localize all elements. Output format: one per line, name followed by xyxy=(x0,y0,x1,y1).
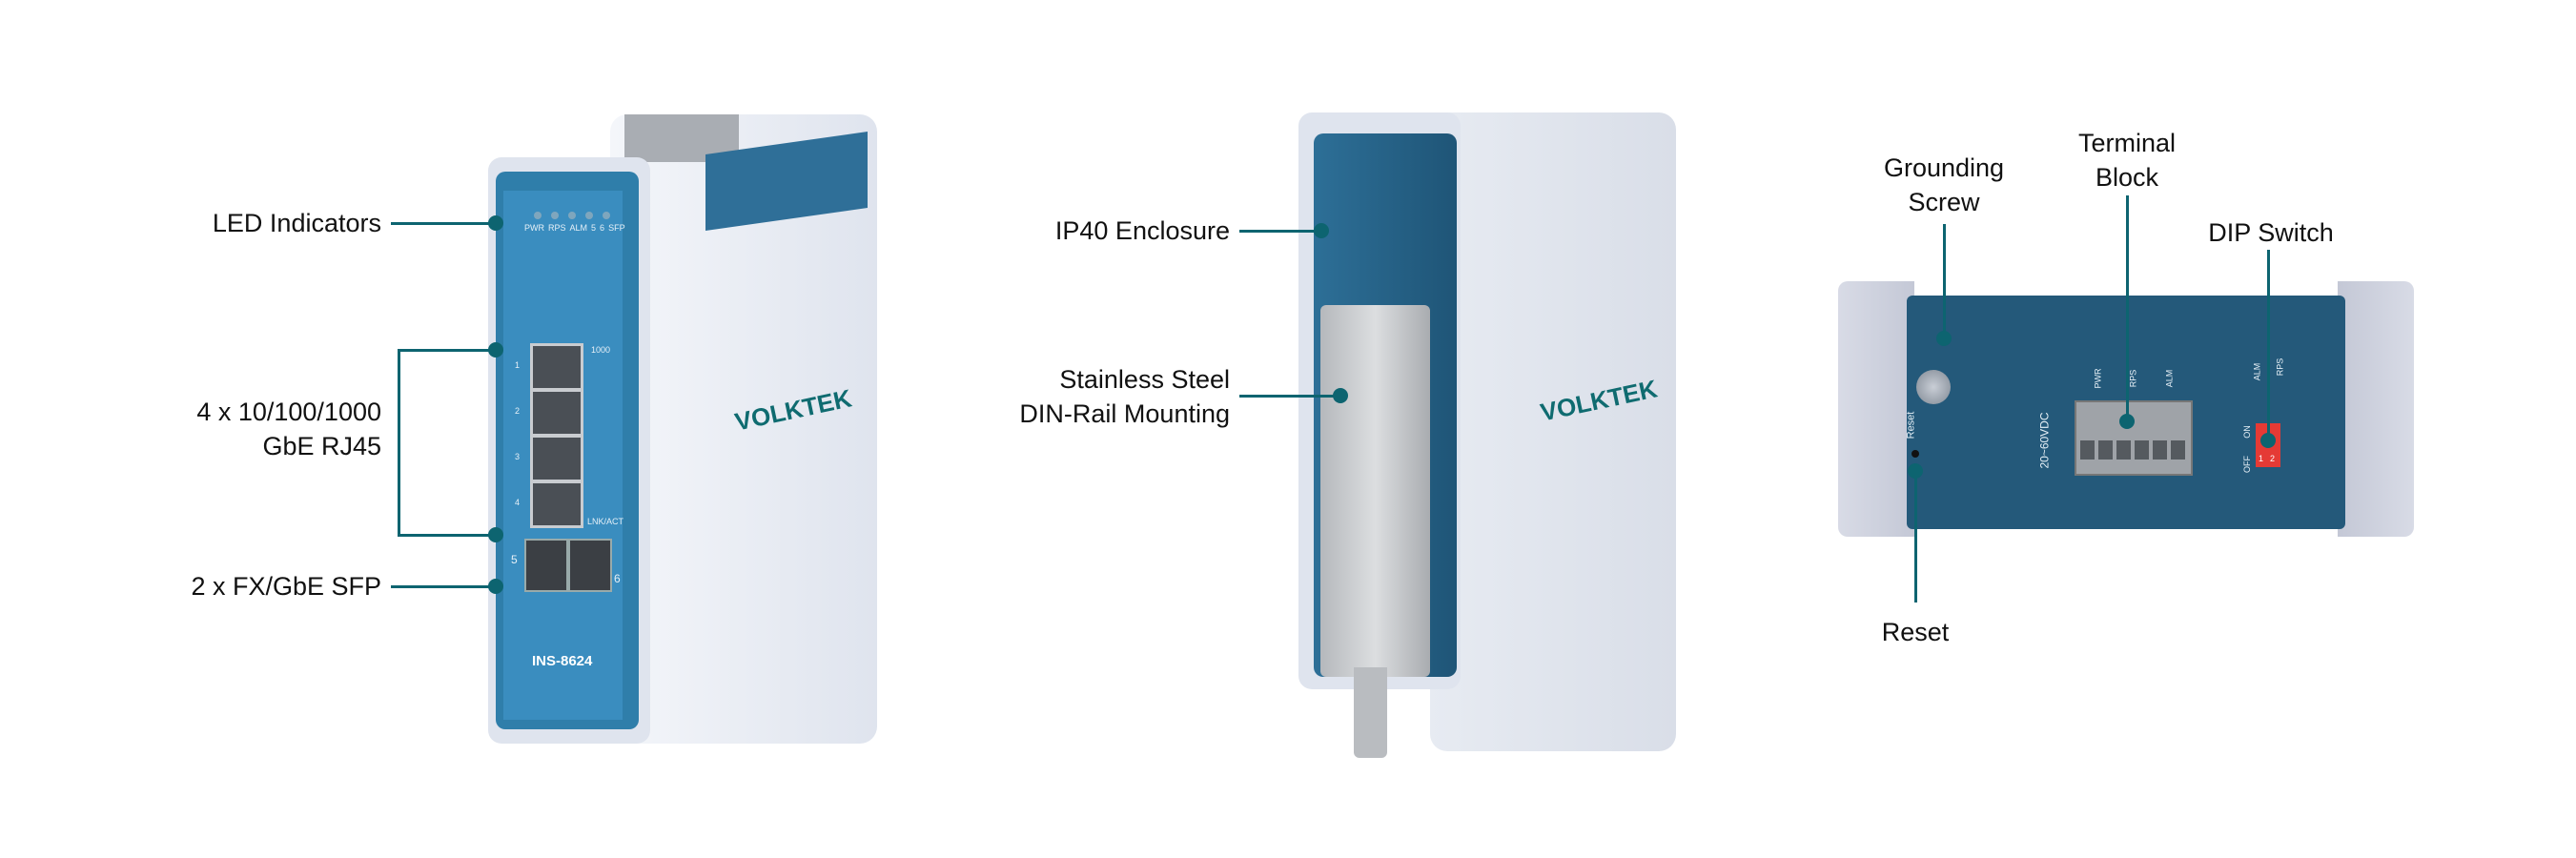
callout-rj45: 4 x 10/100/1000 GbE RJ45 xyxy=(196,395,381,463)
callout-dot xyxy=(488,215,503,231)
led-label: ALM xyxy=(569,223,588,233)
din-rail-clip xyxy=(1320,305,1430,677)
callout-grounding-screw: Grounding Screw xyxy=(1884,151,2004,219)
callout-grounding-line1: Grounding xyxy=(1883,153,2005,182)
callout-line xyxy=(1943,224,1946,338)
callout-sfp: 2 x FX/GbE SFP xyxy=(191,572,381,601)
device-housing xyxy=(1430,112,1676,751)
port-number: 3 xyxy=(515,452,521,461)
rj45-port-1[interactable] xyxy=(530,343,583,391)
callout-dot xyxy=(2119,414,2135,429)
callout-dip-switch: DIP Switch xyxy=(2208,218,2334,247)
callout-led-indicators: LED Indicators xyxy=(212,209,381,237)
callout-line xyxy=(391,585,496,588)
dip-on-label: ON xyxy=(2241,425,2252,439)
dip-number: 2 xyxy=(2270,454,2276,463)
dip-number: 1 xyxy=(2259,454,2264,463)
sfp-number: 6 xyxy=(614,572,621,585)
callout-grounding-line2: Screw xyxy=(1908,188,1980,216)
led-pwr xyxy=(534,212,542,219)
callout-line xyxy=(2126,195,2129,421)
led-alm xyxy=(568,212,576,219)
led-label: 6 xyxy=(600,223,605,233)
port-number: 2 xyxy=(515,406,521,416)
callout-din-line1: Stainless Steel xyxy=(1059,365,1230,394)
dip-label-alm: ALM xyxy=(2252,362,2262,381)
callout-terminal-line1: Terminal xyxy=(2077,129,2177,157)
callout-line xyxy=(1914,471,1917,603)
sfp-number: 5 xyxy=(511,553,518,566)
callout-dot xyxy=(1314,223,1329,238)
rj45-port-4[interactable] xyxy=(530,480,583,528)
callout-line xyxy=(2267,250,2270,440)
led-rps xyxy=(551,212,559,219)
led-5 xyxy=(585,212,593,219)
led-label: PWR xyxy=(524,223,544,233)
callout-terminal-block: Terminal Block xyxy=(2078,126,2176,194)
port-number: 4 xyxy=(515,498,521,507)
sfp-port-5[interactable] xyxy=(524,539,568,592)
callout-line xyxy=(391,222,496,225)
sfp-port-6[interactable] xyxy=(568,539,612,592)
callout-dot xyxy=(488,527,503,542)
terminal-block[interactable] xyxy=(2075,400,2193,476)
led-6 xyxy=(603,212,610,219)
bracket-top xyxy=(398,349,496,352)
led-label: SFP xyxy=(608,223,625,233)
callout-dot xyxy=(1333,388,1348,403)
din-rail-tab xyxy=(1354,667,1387,758)
callout-rj45-line2: GbE RJ45 xyxy=(262,432,381,460)
callout-din-line2: DIN-Rail Mounting xyxy=(1019,399,1230,428)
callout-dot xyxy=(488,342,503,358)
reset-button[interactable] xyxy=(1912,450,1919,458)
callout-rj45-line1: 4 x 10/100/1000 xyxy=(196,398,381,426)
reset-label: Reset xyxy=(1905,411,1917,439)
rj45-port-3[interactable] xyxy=(530,435,583,482)
rj45-port-2[interactable] xyxy=(530,389,583,437)
bracket-side xyxy=(398,349,400,537)
model-name: INS-8624 xyxy=(532,653,593,669)
grounding-screw xyxy=(1916,370,1951,404)
led-label: RPS xyxy=(548,223,566,233)
voltage-label: 20~60VDC xyxy=(2037,412,2052,469)
housing-end-right xyxy=(2338,281,2414,537)
led-label: 5 xyxy=(591,223,597,233)
callout-dot xyxy=(1936,331,1952,346)
terminal-label-rps: RPS xyxy=(2128,369,2138,388)
callout-reset: Reset xyxy=(1881,618,1950,646)
bracket-bottom xyxy=(398,534,496,537)
terminal-label-pwr: PWR xyxy=(2093,368,2103,389)
terminal-label-alm: ALM xyxy=(2164,369,2175,388)
housing-end-left xyxy=(1838,281,1914,537)
callout-line xyxy=(1239,230,1321,233)
callout-din-rail: Stainless Steel DIN-Rail Mounting xyxy=(1019,362,1230,431)
front-panel: PWR RPS ALM 5 6 SFP 1000 1 2 3 4 LNK/ACT… xyxy=(496,172,639,729)
dip-label-rps: RPS xyxy=(2275,358,2285,377)
callout-line xyxy=(1239,395,1340,398)
callout-enclosure: IP40 Enclosure xyxy=(1054,216,1230,245)
lnk-act-label: LNK/ACT xyxy=(587,517,624,526)
dip-off-label: OFF xyxy=(2242,456,2252,473)
speed-label: 1000 xyxy=(591,345,611,355)
callout-terminal-line2: Block xyxy=(2095,163,2159,192)
port-number: 1 xyxy=(515,360,521,370)
callout-dot xyxy=(2260,433,2276,448)
callout-dot xyxy=(488,579,503,594)
